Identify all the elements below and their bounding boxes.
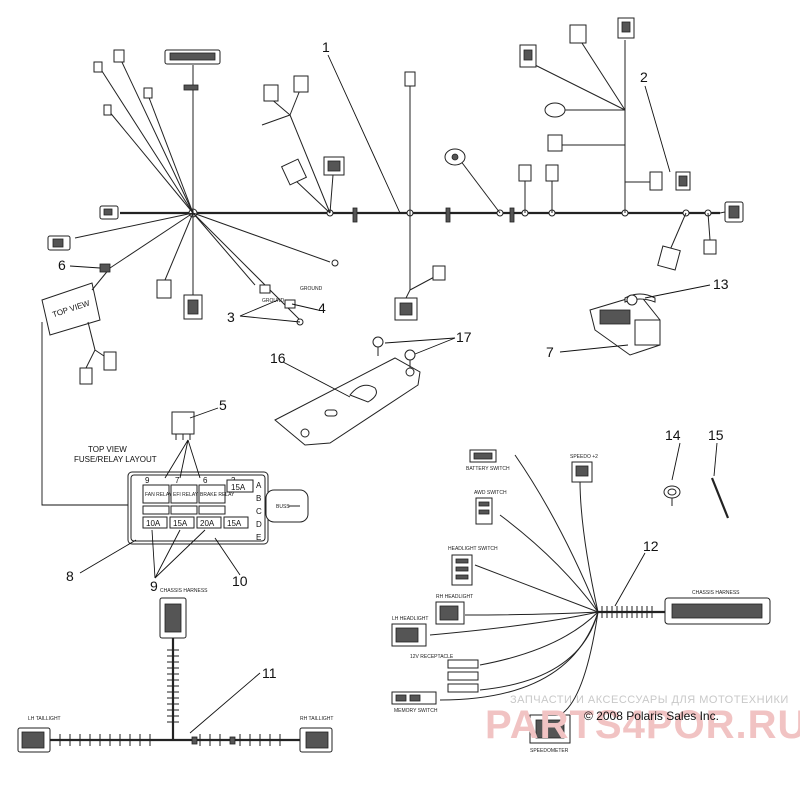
rear-harness: CHASSIS HARNESS LH TAILLIGHT <box>17 588 333 753</box>
callout-8: 8 <box>66 568 74 584</box>
callout-4: 4 <box>318 300 326 316</box>
fuse-num-1: 9 <box>145 476 150 485</box>
copyright: © 2008 Polaris Sales Inc. <box>584 709 719 723</box>
relay-brake: BRAKE RELAY <box>200 492 235 498</box>
callout-16: 16 <box>270 350 286 366</box>
label-headlight-switch: HEADLIGHT SWITCH <box>448 546 498 552</box>
screws <box>372 336 416 368</box>
callout-3: 3 <box>227 309 235 325</box>
label-receptacle: 12V RECEPTACLE <box>410 654 454 660</box>
fuse-letter-d: D <box>256 520 262 529</box>
clip-and-tie <box>663 477 730 519</box>
callout-11: 11 <box>262 665 277 681</box>
svg-text:GROUND: GROUND <box>300 286 323 292</box>
label-lh-taillight: LH TAILLIGHT <box>28 716 61 722</box>
relay-bracket-assembly <box>589 293 661 356</box>
fuse-num-2: 7 <box>175 476 180 485</box>
fuse-letter-b: B <box>256 494 261 503</box>
callout-6: 6 <box>58 257 66 273</box>
callout-9: 9 <box>150 578 158 594</box>
svg-text:BUSS: BUSS <box>276 504 290 510</box>
fuse-title-2: FUSE/RELAY LAYOUT <box>74 455 157 464</box>
label-speedometer: SPEEDOMETER <box>530 748 569 754</box>
top-view-module: TOP VIEW <box>41 263 128 506</box>
mounting-bracket <box>274 357 421 446</box>
watermark-russian: ЗАПЧАСТИ И АКСЕССУАРЫ ДЛЯ МОТОТЕХНИКИ <box>510 694 789 706</box>
callout-1: 1 <box>322 39 330 55</box>
label-rh-headlight: RH HEADLIGHT <box>436 594 473 600</box>
label-rh-taillight: RH TAILLIGHT <box>300 716 333 722</box>
callout-14: 14 <box>665 427 681 443</box>
callout-7: 7 <box>546 344 554 360</box>
callout-10: 10 <box>232 573 248 589</box>
callout-15: 15 <box>708 427 724 443</box>
label-memory-switch: MEMORY SWITCH <box>394 708 438 714</box>
fuse-relay-box: TOP VIEW FUSE/RELAY LAYOUT BUSS 9 7 6 3 … <box>74 445 309 545</box>
callout-numbers: 1 2 3 4 5 6 7 8 9 10 11 12 13 14 15 16 1… <box>58 39 729 681</box>
dash-harness: CHASSIS HARNESS BATTERY SWITCH SPEEDO +2… <box>391 449 771 754</box>
fuse-bottom-4: 15A <box>227 519 242 528</box>
fuse-letter-c: C <box>256 507 262 516</box>
callout-17: 17 <box>456 329 472 345</box>
fuse-letter-e: E <box>256 533 261 542</box>
fuse-top: 15A <box>231 483 246 492</box>
main-harness: GROUND GROUND <box>47 17 744 326</box>
relay-efi: EFI RELAY <box>173 492 199 498</box>
svg-text:GROUND: GROUND <box>262 298 285 304</box>
label-awd-switch: AWD SWITCH <box>474 490 507 496</box>
label-speedo: SPEEDO +2 <box>570 454 598 460</box>
relay <box>171 411 195 440</box>
fuse-letter-a: A <box>256 481 262 490</box>
callout-12: 12 <box>643 538 659 554</box>
fuse-title-1: TOP VIEW <box>88 445 127 454</box>
label-lh-headlight: LH HEADLIGHT <box>392 616 428 622</box>
watermark-brand: PARTS4POR.RU <box>485 703 800 747</box>
callout-13: 13 <box>713 276 729 292</box>
leader-lines <box>69 54 718 734</box>
label-battery-switch: BATTERY SWITCH <box>466 466 510 472</box>
watermark: ЗАПЧАСТИ И АКСЕССУАРЫ ДЛЯ МОТОТЕХНИКИ PA… <box>485 694 800 747</box>
fuse-bottom-1: 10A <box>146 519 161 528</box>
callout-2: 2 <box>640 69 648 85</box>
label-chassis-right: CHASSIS HARNESS <box>692 590 740 596</box>
fuse-bottom-2: 15A <box>173 519 188 528</box>
callout-5: 5 <box>219 397 227 413</box>
label-chassis-top: CHASSIS HARNESS <box>160 588 208 594</box>
relay-fan: FAN RELAY <box>145 492 173 498</box>
fuse-bottom-3: 20A <box>200 519 215 528</box>
fuse-num-3: 6 <box>203 476 208 485</box>
